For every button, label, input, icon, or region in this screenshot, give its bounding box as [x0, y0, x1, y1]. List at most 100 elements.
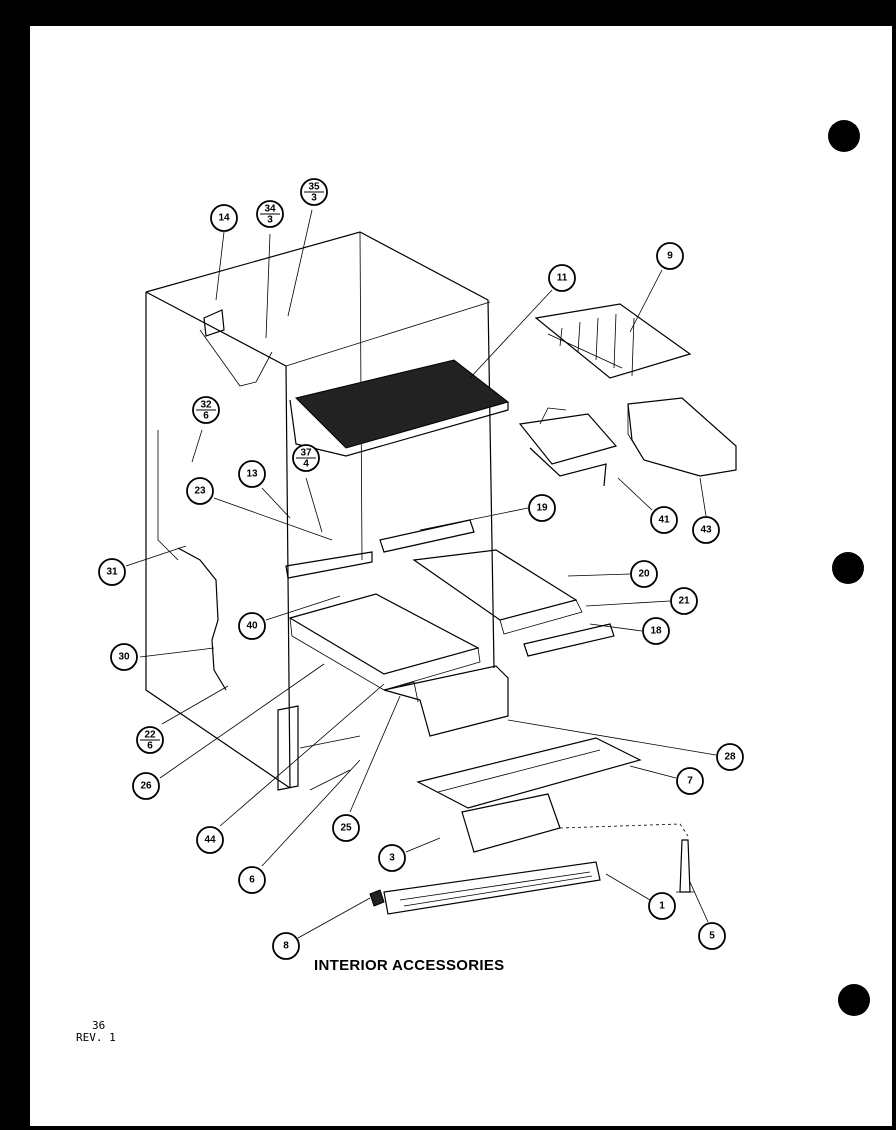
wire-harness — [177, 547, 227, 691]
callout-part-number: 26 — [140, 781, 152, 792]
callout-quantity: 3 — [267, 215, 273, 226]
callout-32-6: 326 — [192, 396, 220, 424]
callout-37-4: 374 — [292, 444, 320, 472]
callout-part-number: 9 — [667, 251, 673, 262]
callout-30: 30 — [110, 643, 138, 671]
binder-hole-bottom — [838, 984, 870, 1016]
callout-part-number: 43 — [700, 525, 712, 536]
leveling-leg — [679, 839, 691, 893]
callout-circle — [698, 922, 726, 950]
callout-part-number: 19 — [536, 503, 548, 514]
callout-6: 6 — [238, 866, 266, 894]
crisper-drawer — [383, 665, 509, 737]
binder-hole-top — [828, 120, 860, 152]
callout-circle — [528, 494, 556, 522]
callout-circle — [210, 204, 238, 232]
callout-part-number: 34 — [264, 204, 276, 215]
duct-cover — [203, 309, 225, 337]
callout-part-number: 28 — [724, 752, 736, 763]
shelf-rail-upper — [379, 519, 475, 553]
callout-44: 44 — [196, 826, 224, 854]
callout-circle — [650, 506, 678, 534]
callout-circle — [332, 814, 360, 842]
cabinet-liner — [145, 231, 495, 789]
callout-40: 40 — [238, 612, 266, 640]
callout-circle — [98, 558, 126, 586]
callout-part-number: 7 — [687, 776, 693, 787]
shelf-rail-left — [285, 551, 373, 579]
callout-circle — [110, 643, 138, 671]
callout-13: 13 — [238, 460, 266, 488]
callout-1: 1 — [648, 892, 676, 920]
callout-part-number: 13 — [246, 469, 258, 480]
callout-circle — [238, 460, 266, 488]
callout-23: 23 — [186, 477, 214, 505]
callout-part-number: 23 — [194, 486, 206, 497]
callout-quantity: 6 — [147, 741, 153, 752]
binder-hole-middle — [832, 552, 864, 584]
callout-14: 14 — [210, 204, 238, 232]
callout-part-number: 22 — [144, 730, 156, 741]
callout-part-number: 30 — [118, 652, 130, 663]
callout-20: 20 — [630, 560, 658, 588]
callout-circle — [656, 242, 684, 270]
callout-quantity: 4 — [303, 459, 309, 470]
callout-circle — [676, 767, 704, 795]
callout-part-number: 32 — [200, 400, 212, 411]
assembly-path — [559, 823, 689, 837]
callout-25: 25 — [332, 814, 360, 842]
callout-22-6: 226 — [136, 726, 164, 754]
callout-circle — [648, 892, 676, 920]
ice-maker — [518, 407, 618, 487]
meat-keeper-tray — [416, 737, 642, 853]
callout-43: 43 — [692, 516, 720, 544]
callout-part-number: 8 — [283, 941, 289, 952]
callout-part-number: 37 — [300, 448, 312, 459]
air-duct — [199, 329, 273, 387]
callout-circle — [378, 844, 406, 872]
callout-part-number: 6 — [249, 875, 255, 886]
ice-cube-tray — [534, 303, 692, 379]
diagram-caption: INTERIOR ACCESSORIES — [314, 957, 505, 974]
leader-lines — [125, 209, 717, 939]
refrigerator-shelf — [412, 549, 583, 635]
callout-part-number: 14 — [218, 213, 230, 224]
crisper-divider — [277, 705, 299, 791]
freezer-wire-shelf — [289, 359, 510, 457]
ice-bucket — [627, 397, 737, 477]
callout-circle — [186, 477, 214, 505]
page-number: 36 — [92, 1019, 106, 1032]
callout-part-number: 11 — [557, 273, 568, 284]
callout-part-number: 3 — [389, 853, 395, 864]
callout-part-number: 18 — [650, 626, 662, 637]
drawer-slides — [299, 735, 361, 791]
grille-screw — [369, 889, 385, 907]
callout-28: 28 — [716, 743, 744, 771]
callout-19: 19 — [528, 494, 556, 522]
callout-41: 41 — [650, 506, 678, 534]
callout-circle — [132, 772, 160, 800]
callout-part-number: 21 — [678, 596, 690, 607]
callout-part-number: 25 — [340, 823, 352, 834]
callout-circle — [630, 560, 658, 588]
callout-part-number: 20 — [638, 569, 650, 580]
callout-3: 3 — [378, 844, 406, 872]
callout-part-number: 5 — [709, 931, 715, 942]
callout-9: 9 — [656, 242, 684, 270]
callout-26: 26 — [132, 772, 160, 800]
callout-circle — [716, 743, 744, 771]
callout-35-3: 353 — [300, 178, 328, 206]
callout-circle — [272, 932, 300, 960]
callout-circle — [642, 617, 670, 645]
callout-8: 8 — [272, 932, 300, 960]
callout-part-number: 44 — [204, 835, 216, 846]
callout-circle — [692, 516, 720, 544]
callout-quantity: 6 — [203, 411, 209, 422]
callout-circle — [238, 612, 266, 640]
callout-21: 21 — [670, 587, 698, 615]
callout-31: 31 — [98, 558, 126, 586]
toe-grille — [383, 861, 601, 915]
